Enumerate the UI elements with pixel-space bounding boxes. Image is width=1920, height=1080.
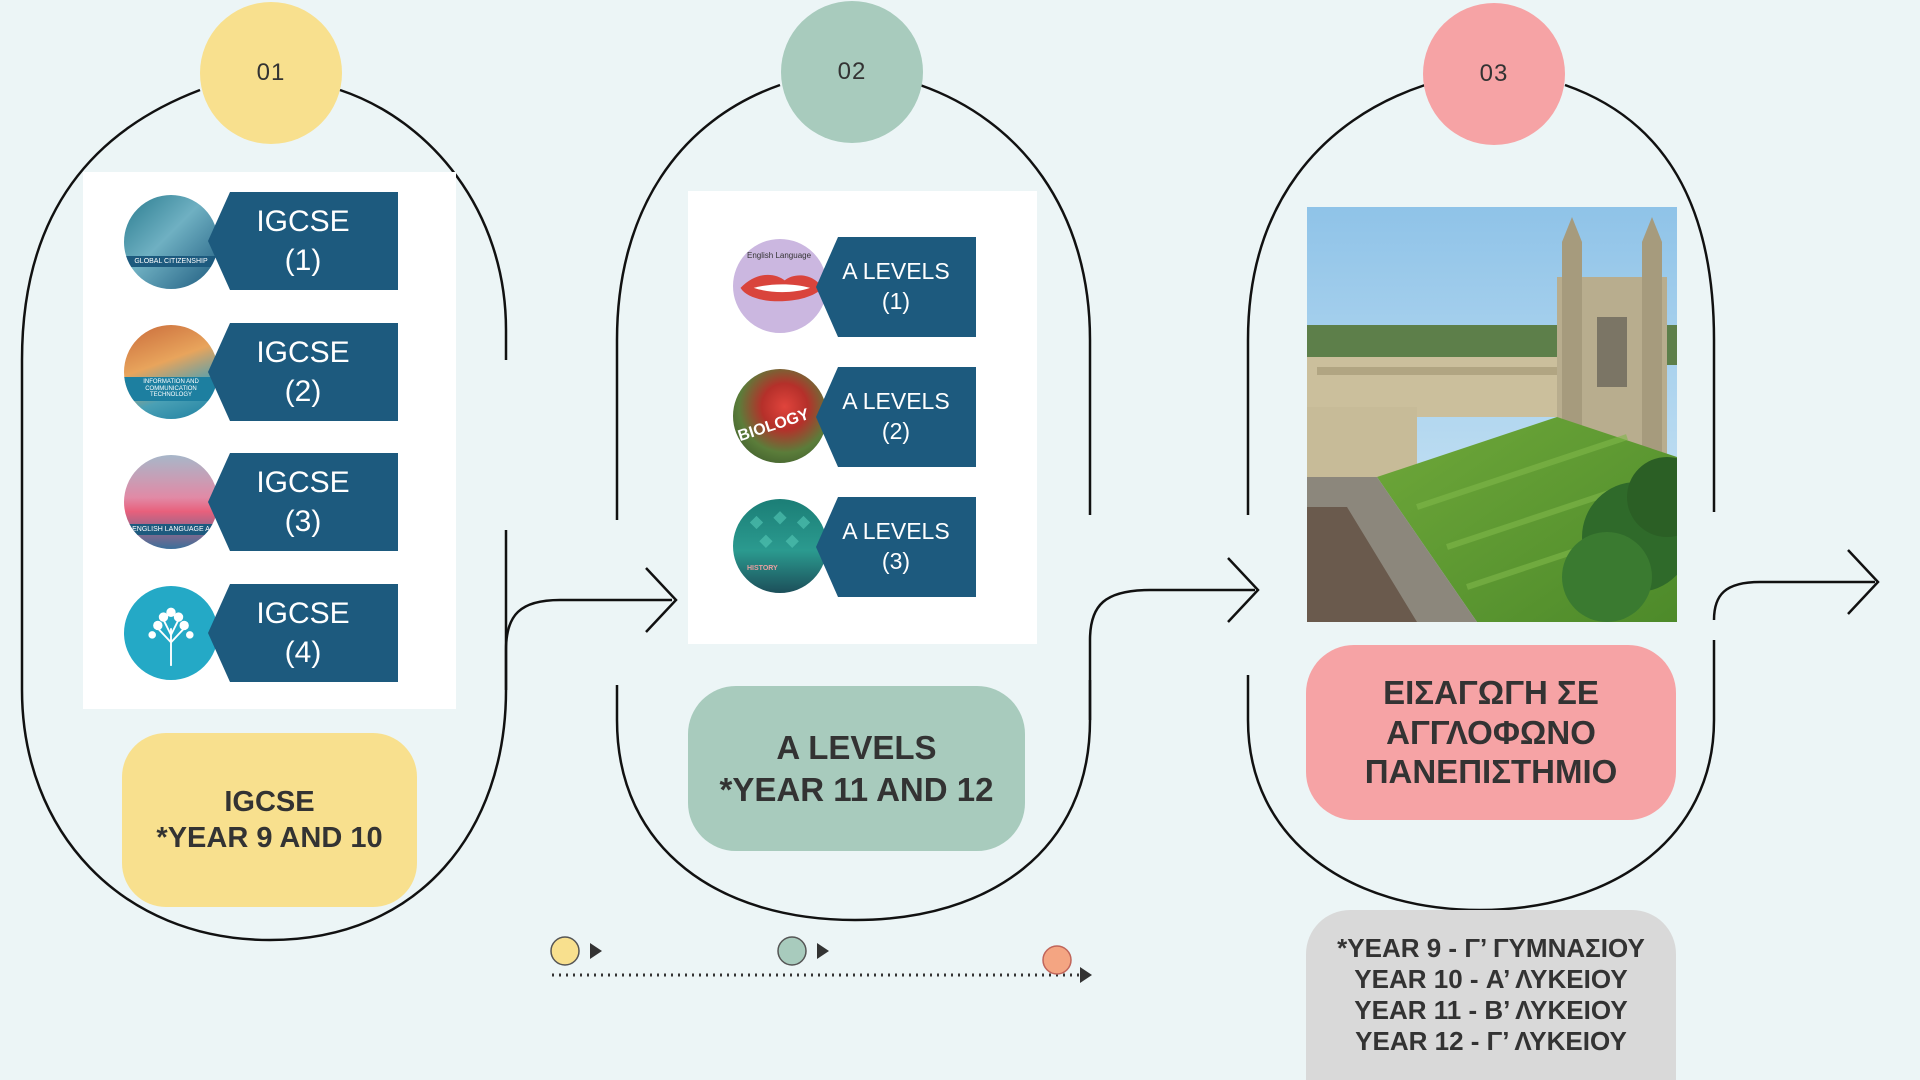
alevels-label: A LEVELS*YEAR 11 AND 12: [688, 686, 1025, 851]
igcse-tile-3[interactable]: IGCSE(3): [208, 453, 398, 551]
loop-step-3-right: [1564, 83, 1716, 512]
pattern-icon: [749, 511, 811, 548]
arrow-right-icon: [1227, 557, 1260, 623]
university-building-illustration: [1307, 207, 1677, 622]
connector-3-out: [1712, 580, 1875, 621]
year-mapping-box: *YEAR 9 - Γ’ ΓΥΜΝΑΣΙΟΥ YEAR 10 - Α’ ΛΥΚΕ…: [1306, 910, 1676, 1080]
loop-step-2-bottom: [615, 680, 1092, 922]
timeline-dot-icon: [1042, 945, 1072, 975]
tree-icon: [148, 607, 194, 666]
year-mapping-line: YEAR 12 - Γ’ ΛΥΚΕΙΟΥ: [1355, 1026, 1627, 1057]
step-number-2: 02: [781, 1, 923, 143]
igcse-tile-4[interactable]: IGCSE(4): [208, 584, 398, 682]
igcse-tile-2[interactable]: IGCSE(2): [208, 323, 398, 421]
igcse-tile-1[interactable]: IGCSE(1): [208, 192, 398, 290]
year-mapping-line: *YEAR 9 - Γ’ ΓΥΜΝΑΣΙΟΥ: [1337, 932, 1645, 963]
play-triangle-icon: [1080, 967, 1092, 983]
connector-2-3: [1088, 588, 1255, 720]
loop-step-2: [615, 83, 781, 520]
igcse-cover-3: ENGLISH LANGUAGE A: [121, 452, 221, 552]
alevels-tile-3[interactable]: A LEVELS(3): [816, 497, 976, 597]
play-triangle-icon: [590, 943, 602, 959]
step-number-3: 03: [1423, 3, 1565, 145]
loop-step-3: [1246, 83, 1426, 515]
arrow-right-icon: [1847, 549, 1880, 615]
igcse-label: IGCSE*YEAR 9 AND 10: [122, 733, 417, 907]
igcse-cover-1: GLOBAL CITIZENSHIP: [121, 192, 221, 292]
igcse-card: GLOBAL CITIZENSHIP IGCSE(1) INFORMATION …: [83, 172, 456, 709]
connector-1-2: [504, 598, 672, 690]
loop-step-1-top: [339, 88, 508, 360]
timeline-dot-icon: [550, 936, 580, 966]
igcse-cover-2: INFORMATION AND COMMUNICATION TECHNOLOGY: [121, 322, 221, 422]
alevels-tile-2[interactable]: A LEVELS(2): [816, 367, 976, 467]
alevels-tile-1[interactable]: A LEVELS(1): [816, 237, 976, 337]
arrow-right-icon: [645, 567, 678, 633]
alevels-cover-3: HISTORY: [730, 496, 830, 596]
timeline-dot-icon: [777, 936, 807, 966]
year-mapping-line: YEAR 11 - Β’ ΛΥΚΕΙΟΥ: [1354, 995, 1628, 1025]
alevels-cover-1: English Language: [730, 236, 830, 336]
alevels-cover-2: BIOLOGY: [730, 366, 830, 466]
lips-icon: [740, 274, 823, 302]
play-triangle-icon: [817, 943, 829, 959]
year-mapping-line: YEAR 10 - Α’ ΛΥΚΕΙΟΥ: [1354, 963, 1628, 994]
igcse-cover-4: [121, 583, 221, 683]
alevels-card: English Language A LEVELS(1) BIOLOGY A L…: [688, 191, 1037, 644]
step-number-1: 01: [200, 2, 342, 144]
loop-step-1: [20, 88, 508, 942]
university-photo: [1307, 207, 1677, 622]
loop-step-2-right: [919, 83, 1092, 515]
